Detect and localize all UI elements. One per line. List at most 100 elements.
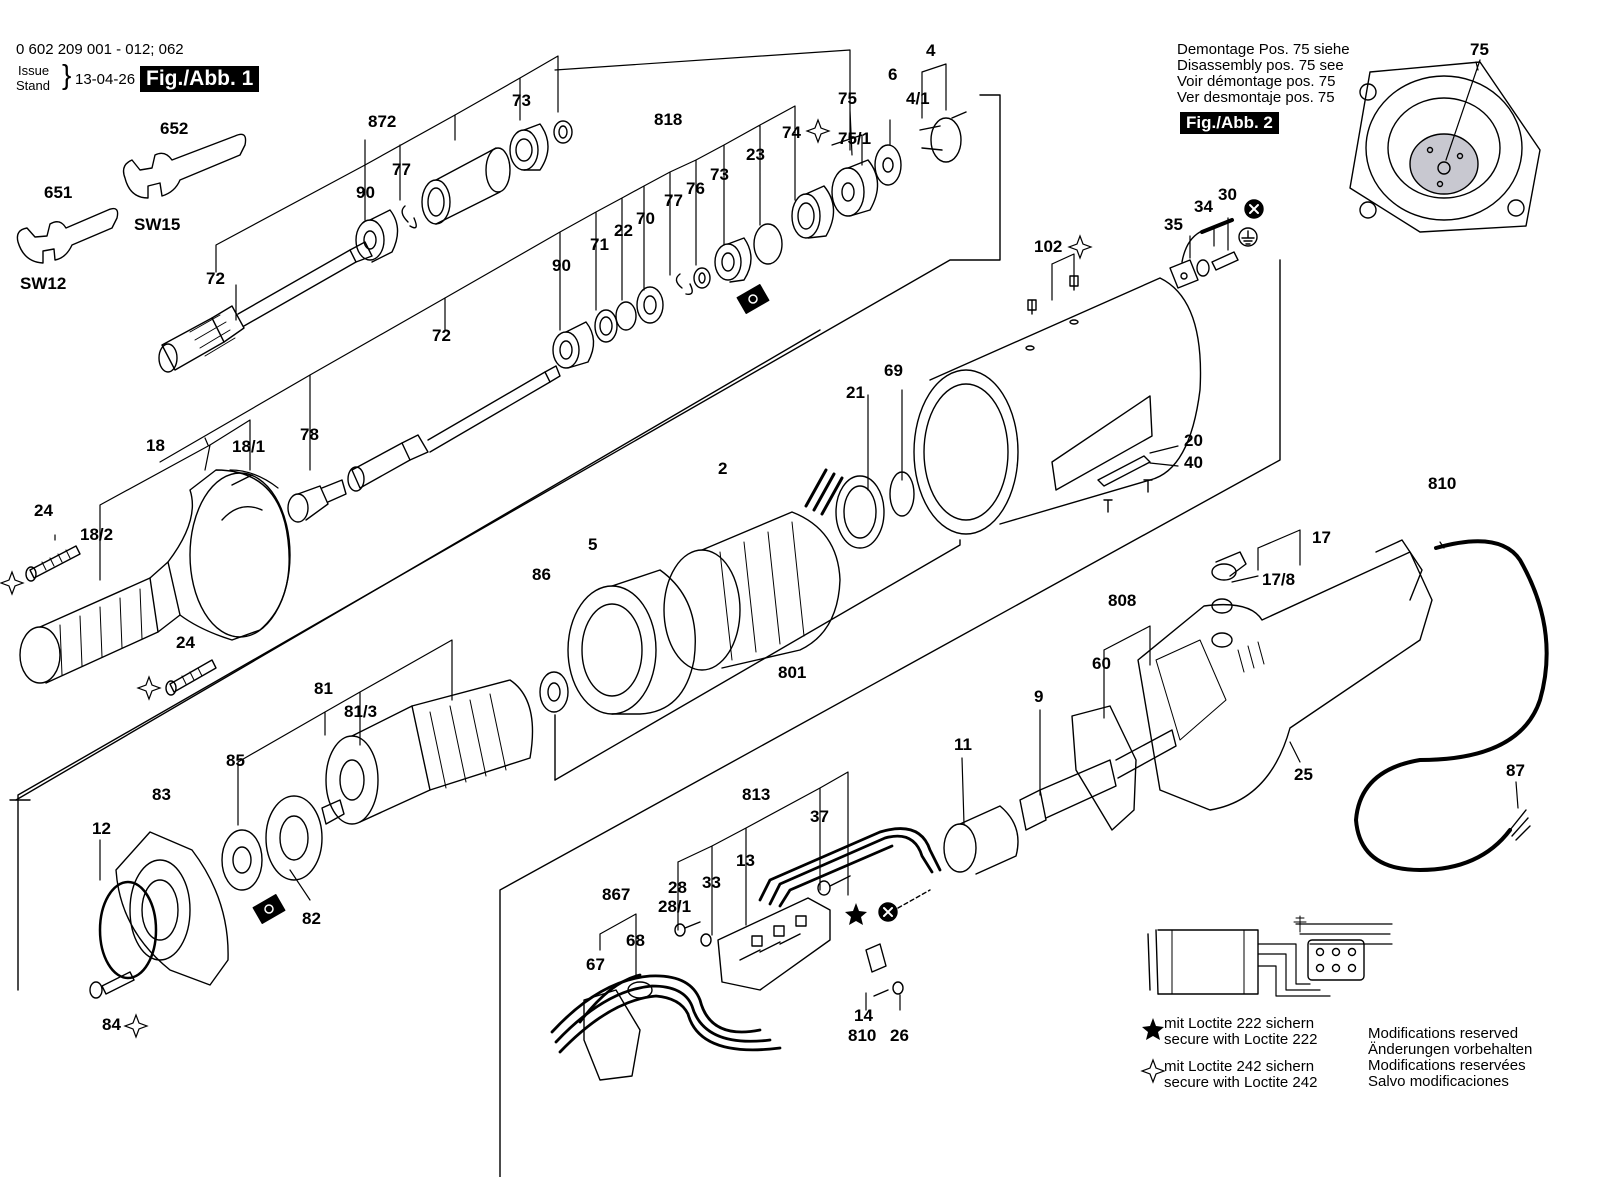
terminal-block-813	[717, 897, 831, 991]
fan-82	[265, 795, 323, 881]
plate-20	[1097, 455, 1151, 487]
callout: 83	[152, 785, 171, 804]
callout: 24	[34, 501, 53, 520]
fig1-label: Fig./Abb. 1	[140, 66, 260, 92]
screw-40	[1103, 479, 1153, 513]
callout: 33	[702, 873, 721, 892]
fig2-note-line: Disassembly pos. 75 see	[1177, 57, 1344, 74]
capacitor-11	[943, 805, 1019, 875]
modifications-line: Modifications reservées	[1368, 1057, 1526, 1074]
callout: 90	[552, 256, 571, 275]
wrench-sw15	[122, 133, 247, 199]
brush-housing-83	[115, 831, 229, 986]
callout: 5	[588, 535, 597, 554]
press-fit-icon	[736, 284, 770, 314]
x-connector-icon-wiring	[878, 889, 931, 922]
callout: 2	[718, 459, 727, 478]
modifications-note: Modifications reserved Änderungen vorbeh…	[1368, 1026, 1532, 1090]
callout: 810	[1428, 474, 1456, 493]
ring-21	[835, 475, 885, 549]
modifications-line: Modifications reserved	[1368, 1025, 1519, 1042]
callout: 67	[586, 955, 605, 974]
hollow-star-icon	[0, 118, 1166, 1084]
callout: 37	[810, 807, 829, 826]
wiring-loom	[550, 827, 942, 1054]
fig2-note-line: Ver desmontaje pos. 75	[1177, 89, 1335, 106]
oring-12	[98, 880, 158, 980]
callout: 867	[602, 885, 630, 904]
handle-housing	[1137, 539, 1433, 811]
callout: 24	[176, 633, 195, 652]
callout: 81/3	[344, 702, 377, 721]
bearing-90-upper	[355, 209, 399, 263]
field-2	[663, 468, 844, 671]
callout: 77	[664, 191, 683, 210]
armature-81	[321, 679, 534, 825]
fig2-label: Fig./Abb. 2	[1180, 112, 1279, 134]
loctite-242-legend: mit Loctite 242 sichern secure with Loct…	[1164, 1059, 1317, 1091]
doc-number: 0 602 209 001 - 012; 062	[16, 41, 184, 58]
fig2-note-line: Voir démontage pos. 75	[1177, 73, 1336, 90]
washer-76	[693, 267, 711, 289]
fig2-detail-housing	[1349, 59, 1541, 233]
switch-lever-17	[1211, 551, 1247, 648]
callout: 73	[512, 91, 531, 110]
callout: 78	[300, 425, 319, 444]
spindle-72-upper	[158, 241, 373, 373]
callout: 102	[1034, 237, 1062, 256]
press-fit-icon-lower	[252, 894, 286, 924]
x-connector-icon-top	[1244, 199, 1264, 219]
callout: 17/8	[1262, 570, 1295, 589]
issue-word: Issue	[18, 63, 50, 78]
callout: 75/1	[838, 129, 871, 148]
callout: 26	[890, 1026, 909, 1045]
screws-102	[1027, 275, 1079, 315]
callout: 74	[782, 123, 801, 142]
ring-71	[594, 309, 618, 343]
callout: 85	[226, 751, 245, 770]
callout: 73	[710, 165, 729, 184]
loctite-242-de: mit Loctite 242 sichern	[1164, 1058, 1315, 1075]
callout: 82	[302, 909, 321, 928]
callout: 872	[368, 112, 396, 131]
callout: 808	[1108, 591, 1136, 610]
callout: 72	[206, 269, 225, 288]
callout: 23	[746, 145, 765, 164]
bearing-86	[539, 671, 569, 713]
ring-77-lower	[675, 273, 693, 295]
loctite-222-legend: mit Loctite 222 sichern secure with Loct…	[1164, 1016, 1317, 1048]
modifications-line: Änderungen vorbehalten	[1368, 1041, 1533, 1058]
callout: 12	[92, 819, 111, 838]
callout: 72	[432, 326, 451, 345]
cable-87	[1354, 539, 1549, 872]
callout: SW12	[20, 274, 66, 293]
shaft-9	[1019, 729, 1177, 831]
callout: 14	[854, 1006, 873, 1025]
callout: 17	[1312, 528, 1331, 547]
housing-5	[567, 569, 696, 715]
wiring-schematic	[1147, 915, 1393, 997]
bearing-70	[636, 286, 664, 324]
bearing-73-lower	[714, 237, 752, 283]
oring-22	[615, 301, 637, 331]
callout: 18/1	[232, 437, 265, 456]
wrench-sw12	[16, 207, 119, 264]
bearing-85	[221, 829, 263, 891]
callout-labels: 652 SW15 651 SW12 872 73 77 90 72 818 75…	[20, 40, 1525, 1045]
callout: 34	[1194, 197, 1213, 216]
sleeve-872	[421, 147, 511, 225]
callout: 20	[1184, 431, 1203, 450]
callout: 77	[392, 160, 411, 179]
brace: }	[62, 59, 72, 90]
callout: 801	[778, 663, 806, 682]
fig2-note: Demontage Pos. 75 siehe Disassembly pos.…	[1177, 42, 1350, 106]
callout: 652	[160, 119, 188, 138]
callout: 18	[146, 436, 165, 455]
screw-24-upper	[25, 545, 81, 582]
grommet-67	[583, 981, 653, 1081]
callout: 4/1	[906, 89, 930, 108]
callout: 4	[926, 41, 936, 60]
oring-23	[753, 223, 783, 265]
callout: 90	[356, 183, 375, 202]
